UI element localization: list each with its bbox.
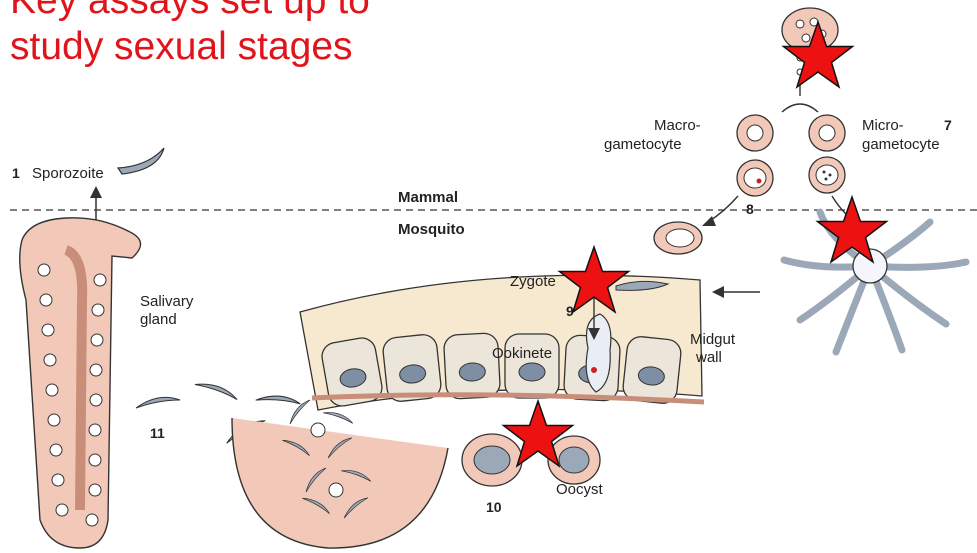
midgut-wall-label-line-1: Midgut: [690, 331, 736, 348]
oocyst-sac: [232, 418, 448, 548]
midgut-wall-label-line-2: wall: [695, 349, 722, 366]
salivary-gland-label-line-1: Salivary: [140, 293, 194, 310]
exflagellating-microgametocyte: [784, 212, 966, 352]
oocyst-label: Oocyst: [556, 481, 604, 498]
sporozoite-icon: [118, 148, 164, 174]
zygote-label: Zygote: [510, 273, 556, 290]
microgametocyte-label-line-2: gametocyte: [862, 136, 940, 153]
step-10-number: 10: [486, 499, 502, 515]
macrogametocyte-cells: [737, 115, 773, 196]
microgametocyte-label-line-1: Micro-: [862, 117, 904, 134]
salivary-gland-label-line-2: gland: [140, 311, 177, 328]
step-7-number: 7: [944, 117, 952, 133]
step-1-number: 1: [12, 165, 20, 181]
mosquito-label: Mosquito: [398, 221, 465, 238]
step-11-number: 11: [150, 425, 165, 441]
arrow-head-icon: [90, 186, 102, 198]
ookinete-label: Ookinete: [492, 345, 552, 362]
macrogametocyte-label-line-1: Macro-: [654, 117, 701, 134]
step-8-number: 8: [746, 201, 754, 217]
sporozoite-label: Sporozoite: [32, 165, 104, 182]
salivary-gland: [20, 218, 141, 548]
microgametocyte-cells: [809, 115, 845, 193]
macrogametocyte-label-line-2: gametocyte: [604, 136, 682, 153]
mammal-label: Mammal: [398, 189, 458, 206]
